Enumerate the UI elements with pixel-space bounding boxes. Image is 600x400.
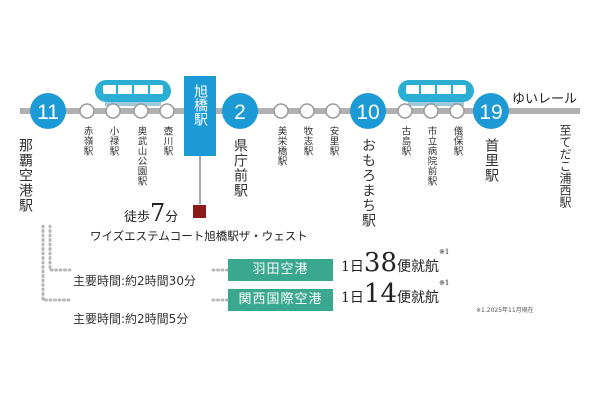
highlight-station-box: 旭橋駅 xyxy=(184,76,216,156)
minor-station-node xyxy=(273,103,289,119)
airport-kansai: 関西国際空港 xyxy=(228,289,333,311)
walk-time: 徒歩7分 xyxy=(124,199,178,227)
monorail-train-icon xyxy=(95,80,171,106)
footnote: ※1.2025年11月現在 xyxy=(476,307,534,314)
walk-minutes: 7 xyxy=(150,199,166,227)
flight-number: 38 xyxy=(363,248,398,278)
minor-station-node xyxy=(105,103,121,119)
property-name: ワイズエステムコート旭橋駅ザ・ウェスト xyxy=(90,229,308,243)
station-name: 美栄橋駅 xyxy=(275,126,287,166)
flight-count-kansai: 1日14便就航 ※1 xyxy=(341,279,449,309)
minor-station-node xyxy=(397,103,413,119)
minor-station-node xyxy=(423,103,439,119)
footnote-mark: ※1 xyxy=(439,248,450,256)
station-node-naha-airport xyxy=(30,93,66,129)
flight-suffix: 便就航 xyxy=(397,290,440,306)
station-name-kenchomae: 県庁前駅 xyxy=(232,138,248,198)
footnote-mark: ※1 xyxy=(439,279,450,287)
line-name: ゆいレール xyxy=(512,92,577,107)
minor-station-node xyxy=(159,103,175,119)
station-number: 2 xyxy=(234,101,246,124)
flight-prefix: 1日 xyxy=(341,290,364,306)
station-name-naha-airport: 那覇空港駅 xyxy=(17,138,33,213)
property-marker xyxy=(193,205,206,218)
minor-station-node xyxy=(449,103,465,119)
station-number: 10 xyxy=(356,101,379,124)
flight-route-kansai xyxy=(41,224,72,302)
end-station-label: 至てだこ浦西駅 xyxy=(558,124,572,208)
station-name: 壺川駅 xyxy=(161,126,173,156)
walk-unit: 分 xyxy=(165,210,179,225)
station-name-shuri: 首里駅 xyxy=(483,138,499,183)
airport-haneda: 羽田空港 xyxy=(228,259,333,281)
flight-suffix: 便就航 xyxy=(397,259,440,275)
station-name: 古島駅 xyxy=(399,126,411,156)
station-node-omoromachi xyxy=(350,93,386,129)
flight-route-haneda xyxy=(48,224,72,272)
station-name: 安里駅 xyxy=(327,126,339,156)
station-number: 19 xyxy=(479,101,502,124)
station-name: 市立病院前駅 xyxy=(425,126,437,186)
minor-stations xyxy=(79,103,465,119)
flight-count-haneda: 1日38便就航 ※1 xyxy=(341,248,449,278)
monorail-train-icon xyxy=(398,80,474,106)
station-name: 奥武山公園駅 xyxy=(135,126,147,186)
station-name-omoromachi: おもろまち駅 xyxy=(360,138,376,228)
station-name: 小禄駅 xyxy=(107,126,119,156)
walk-prefix: 徒歩 xyxy=(124,210,151,225)
flight-number: 14 xyxy=(363,279,398,309)
minor-station-node xyxy=(133,103,149,119)
station-name: 赤嶺駅 xyxy=(81,126,93,156)
minor-station-node xyxy=(79,103,95,119)
station-node-kenchomae xyxy=(222,93,258,129)
station-name: 牧志駅 xyxy=(301,126,313,156)
flight-prefix: 1日 xyxy=(341,259,364,275)
station-number: 11 xyxy=(37,101,59,124)
major-stations xyxy=(30,93,509,129)
station-node-shuri xyxy=(473,93,509,129)
travel-time-haneda: 主要時間:約2時間30分 xyxy=(73,274,196,288)
minor-station-node xyxy=(299,103,315,119)
minor-station-node xyxy=(325,103,341,119)
station-name: 儀保駅 xyxy=(451,126,463,156)
travel-time-kansai: 主要時間:約2時間5分 xyxy=(73,312,189,326)
highlight-station-name: 旭橋駅 xyxy=(192,84,208,126)
